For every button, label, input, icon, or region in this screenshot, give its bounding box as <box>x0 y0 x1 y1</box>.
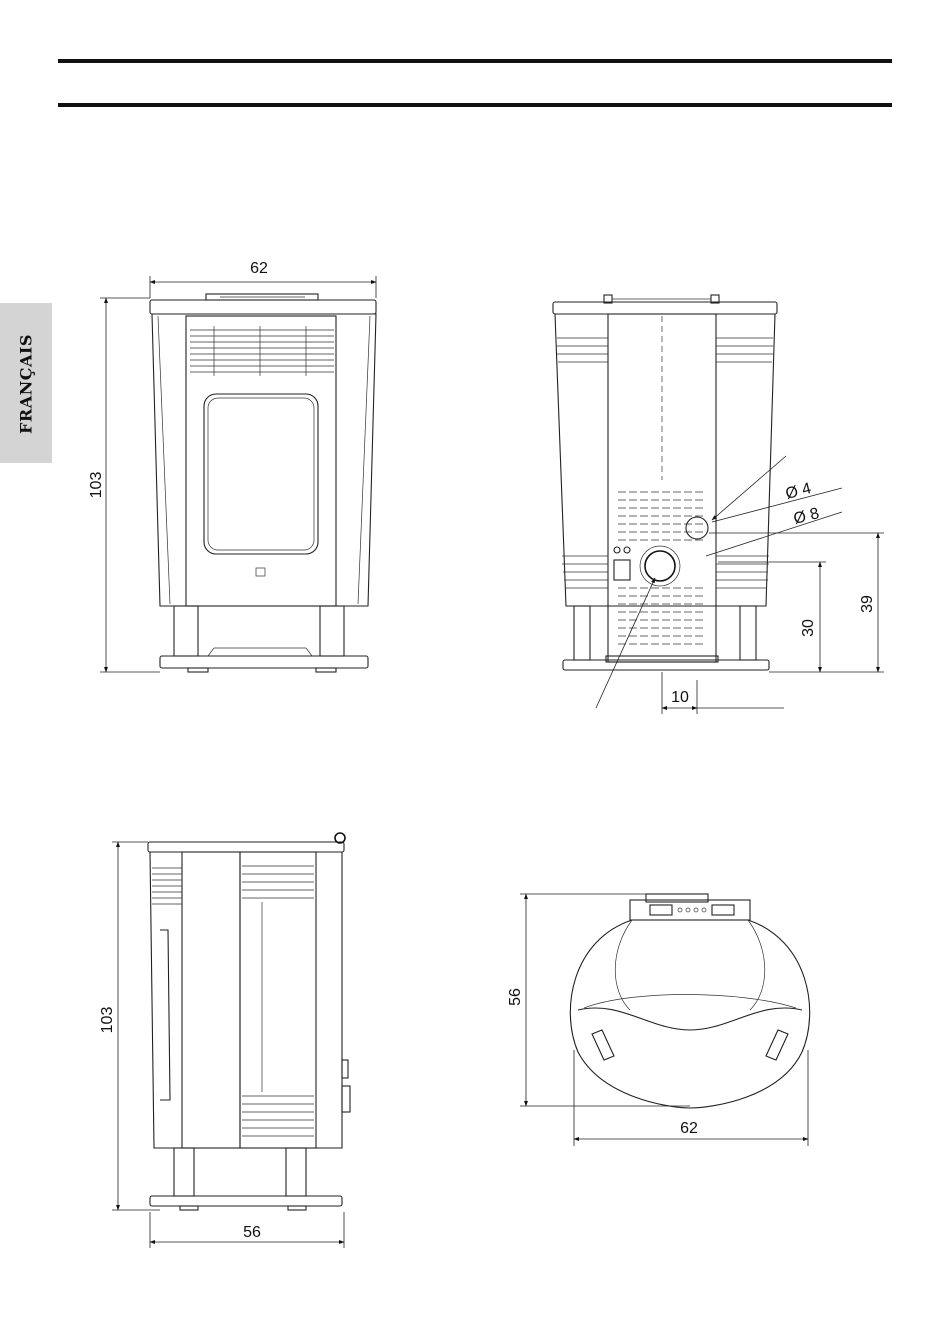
front-height-dimension: 103 <box>88 472 105 499</box>
rear-view: Ø 4 Ø 8 39 30 10 <box>553 295 884 714</box>
side-depth-dimension: 56 <box>243 1224 261 1241</box>
top-view: 56 62 <box>507 894 810 1146</box>
side-view: 103 56 <box>99 833 350 1248</box>
side-height-dimension: 103 <box>99 1007 116 1034</box>
front-view: 62 103 <box>88 260 376 672</box>
inlet-offset-dimension: 10 <box>671 689 689 706</box>
large-hole <box>645 551 675 581</box>
top-depth-dimension: 56 <box>507 988 524 1006</box>
small-hole <box>686 517 708 539</box>
brand-logo <box>256 568 265 576</box>
large-hole-diameter: Ø 8 <box>792 505 821 528</box>
front-width-dimension: 62 <box>250 260 268 277</box>
outlet-height-dimension: 39 <box>859 595 876 613</box>
top-width-dimension: 62 <box>680 1120 698 1137</box>
inlet-height-dimension: 30 <box>800 619 817 637</box>
small-hole-diameter: Ø 4 <box>784 480 813 503</box>
